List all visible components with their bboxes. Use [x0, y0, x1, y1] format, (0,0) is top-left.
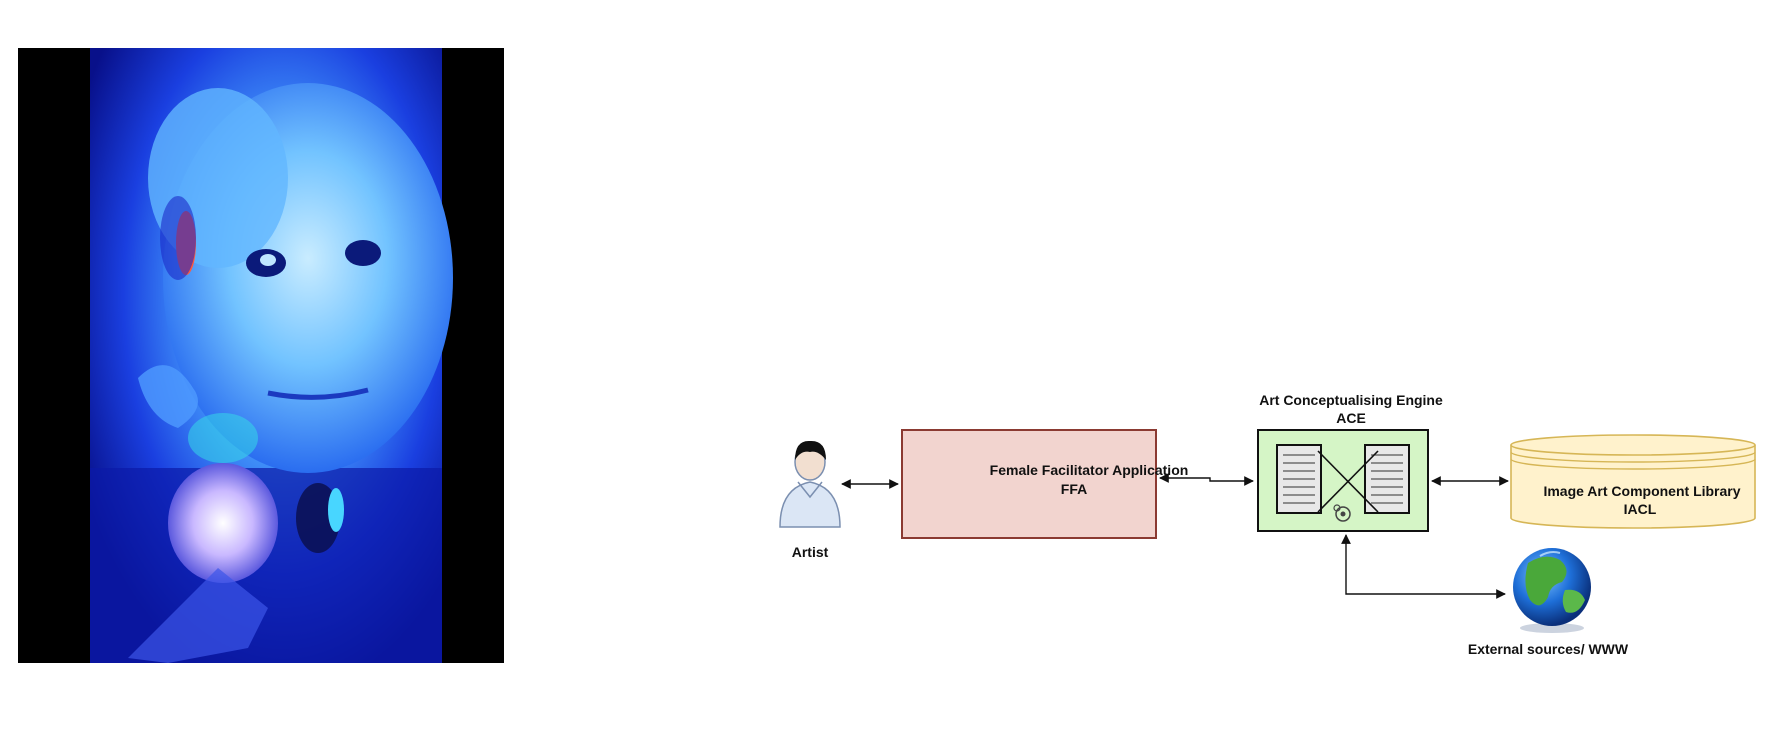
ffa-node: Female Facilitator Application FFA: [901, 429, 1189, 539]
person-icon: [779, 440, 841, 528]
ffa-box: [901, 429, 1157, 539]
ace-title-line1: Art Conceptualising Engine: [1259, 392, 1443, 408]
external-node: External sources/ WWW: [1468, 548, 1629, 657]
creature-photo: [18, 48, 504, 663]
iacl-node: Image Art Component Library IACL: [1510, 434, 1756, 529]
iacl-label-line1: Image Art Component Library: [1543, 483, 1740, 499]
connector-ace-external: [1341, 534, 1506, 599]
external-label: External sources/ WWW: [1468, 641, 1629, 657]
connector-ffa-ace: [1159, 473, 1254, 486]
ace-title-line2: ACE: [1336, 410, 1366, 426]
iacl-label-line2: IACL: [1624, 501, 1657, 517]
globe-icon: [1513, 548, 1591, 633]
creature-photo-image: [90, 48, 453, 663]
engine-icon: [1276, 444, 1410, 522]
ffa-label-line1: Female Facilitator Application: [990, 462, 1189, 478]
database-icon: [1510, 434, 1756, 529]
artist-node: Artist: [779, 440, 841, 560]
ffa-label-line2: FFA: [1061, 481, 1087, 497]
artist-label: Artist: [792, 544, 829, 560]
ace-node: [1257, 429, 1429, 532]
